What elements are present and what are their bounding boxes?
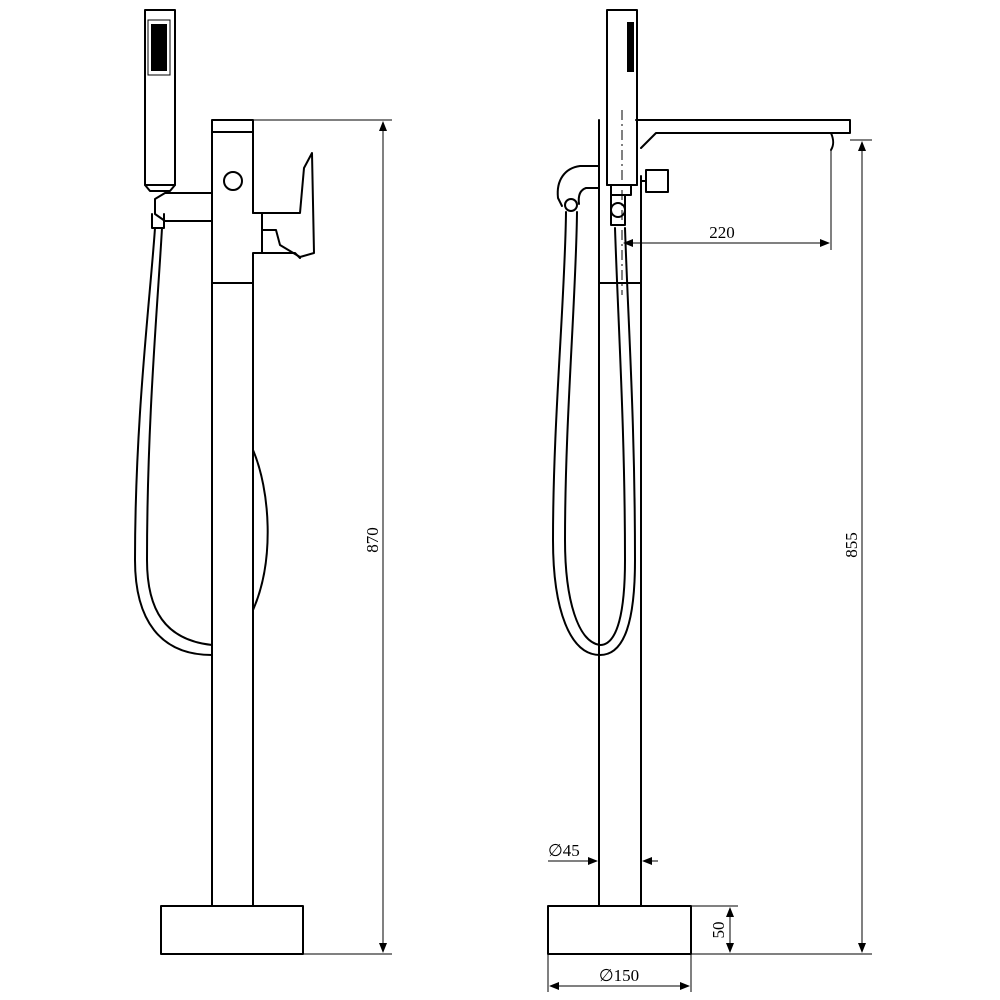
label-diameter-150: ∅150 — [599, 966, 639, 985]
side-column — [211, 282, 254, 907]
front-column — [598, 282, 642, 907]
label-220: 220 — [709, 223, 735, 242]
dimension-overall-height-left: 870 — [253, 119, 392, 955]
side-body — [211, 119, 263, 284]
label-870: 870 — [363, 527, 382, 553]
dimension-pipe-diameter: ∅45 — [548, 841, 658, 865]
front-body — [598, 119, 642, 284]
side-base — [160, 905, 304, 955]
dimension-overall-height-right: 855 — [691, 139, 872, 955]
side-holder-arm — [154, 192, 213, 222]
side-hole — [223, 171, 243, 191]
front-base — [547, 905, 692, 955]
side-view — [134, 9, 315, 955]
dimension-spout-reach: 220 — [623, 150, 832, 250]
label-855: 855 — [842, 532, 861, 558]
side-hose — [134, 227, 213, 656]
front-spout — [635, 119, 851, 149]
label-50: 50 — [709, 922, 728, 939]
side-shower-nozzles — [151, 24, 167, 71]
dimension-base-diameter: ∅150 — [547, 954, 692, 992]
front-hose — [552, 211, 636, 656]
front-knob — [645, 169, 669, 193]
front-view — [547, 9, 851, 955]
dimension-base-height: 50 — [691, 905, 738, 953]
label-diameter-45: ∅45 — [548, 841, 580, 860]
side-handle — [252, 152, 315, 258]
front-elbow — [556, 165, 600, 207]
